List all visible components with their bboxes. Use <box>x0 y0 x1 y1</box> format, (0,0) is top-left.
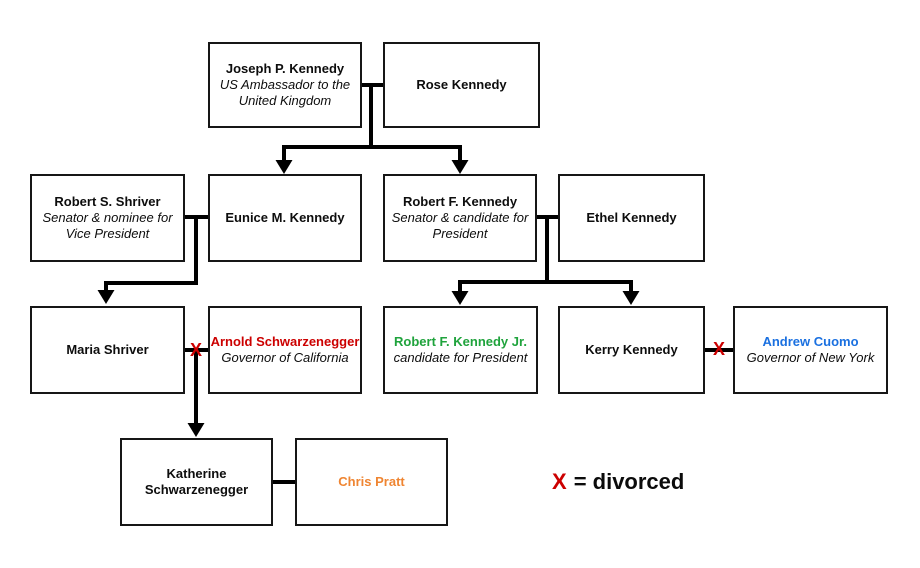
divorce-mark-maria-arnold: X <box>189 340 202 360</box>
person-name: Robert F. Kennedy Jr. <box>394 334 527 349</box>
person-subtitle: Senator & candidate for President <box>391 210 529 241</box>
arrow-head-to-katherine <box>187 423 205 437</box>
node-katherine-schwarzenegger: Katherine Schwarzenegger <box>120 438 273 526</box>
person-subtitle: US Ambassador to the United Kingdom <box>219 77 351 108</box>
legend-divorced: X = divorced <box>552 469 684 495</box>
node-andrew-cuomo: Andrew Cuomo Governor of New York <box>733 306 888 394</box>
person-name: Ethel Kennedy <box>586 210 677 225</box>
legend-x-symbol: X <box>552 469 567 494</box>
arrow-head-to-kerry <box>622 291 640 305</box>
person-name: Rose Kennedy <box>416 77 507 92</box>
legend-text: = divorced <box>573 469 685 494</box>
person-name: Chris Pratt <box>338 474 405 489</box>
person-name: Robert F. Kennedy <box>402 194 518 209</box>
node-robert-f-kennedy-jr: Robert F. Kennedy Jr. candidate for Pres… <box>383 306 538 394</box>
person-name: Andrew Cuomo <box>762 334 859 349</box>
person-name: Joseph P. Kennedy <box>225 61 345 76</box>
person-subtitle: Governor of California <box>221 350 349 365</box>
node-kerry-kennedy: Kerry Kennedy <box>558 306 705 394</box>
person-name: Arnold Schwarzenegger <box>210 334 360 349</box>
person-name: Kerry Kennedy <box>585 342 678 357</box>
person-subtitle: candidate for President <box>393 350 528 365</box>
person-name: Maria Shriver <box>66 342 149 357</box>
node-joseph-p-kennedy: Joseph P. Kennedy US Ambassador to the U… <box>208 42 362 128</box>
person-name: Robert S. Shriver <box>54 194 161 209</box>
arrow-head-to-maria <box>97 290 115 304</box>
arrow-head-to-eunice <box>275 160 293 174</box>
node-chris-pratt: Chris Pratt <box>295 438 448 526</box>
node-rose-kennedy: Rose Kennedy <box>383 42 540 128</box>
node-arnold-schwarzenegger: Arnold Schwarzenegger Governor of Califo… <box>208 306 362 394</box>
node-maria-shriver: Maria Shriver <box>30 306 185 394</box>
node-robert-f-kennedy: Robert F. Kennedy Senator & candidate fo… <box>383 174 537 262</box>
node-ethel-kennedy: Ethel Kennedy <box>558 174 705 262</box>
node-eunice-m-kennedy: Eunice M. Kennedy <box>208 174 362 262</box>
person-subtitle: Governor of New York <box>746 350 875 365</box>
arrow-head-to-rfkjr <box>451 291 469 305</box>
person-name: Katherine Schwarzenegger <box>144 466 249 497</box>
divorce-mark-kerry-cuomo: X <box>712 339 725 359</box>
person-name: Eunice M. Kennedy <box>225 210 345 225</box>
person-subtitle: Senator & nominee for Vice President <box>42 210 173 241</box>
arrow-head-to-rfk <box>451 160 469 174</box>
descent-elbow-to-maria <box>104 215 198 292</box>
node-robert-s-shriver: Robert S. Shriver Senator & nominee for … <box>30 174 185 262</box>
